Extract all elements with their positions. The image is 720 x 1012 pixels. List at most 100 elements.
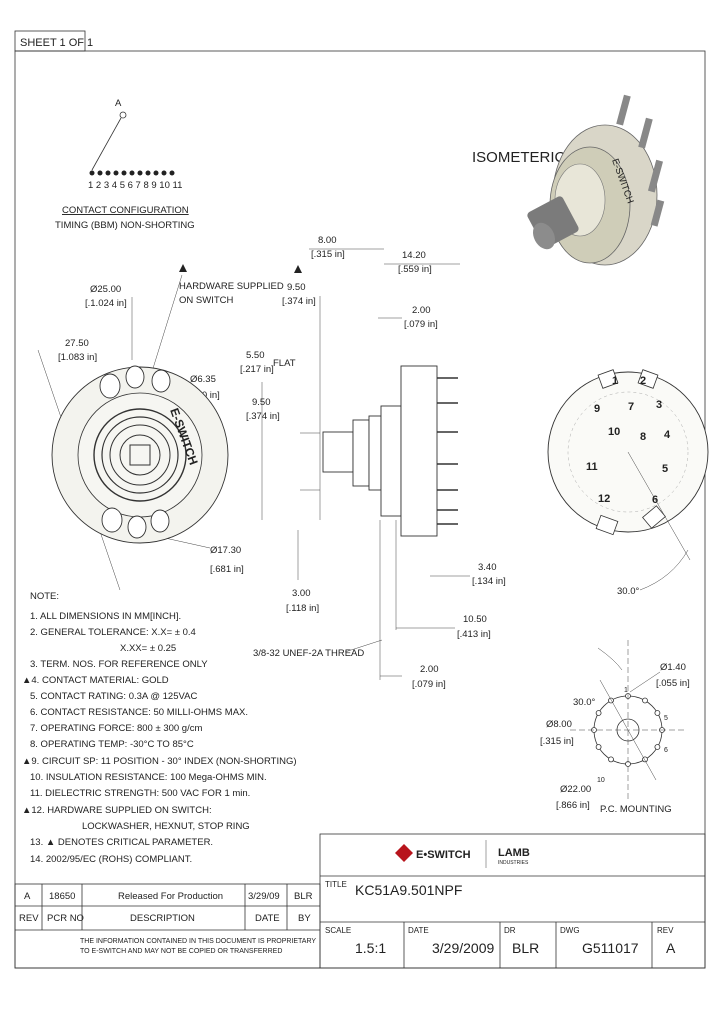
rear-label-1: 1	[612, 375, 618, 387]
side-d550: 5.50	[246, 350, 265, 361]
front-w27-in: [1.083 in]	[58, 352, 97, 363]
isometric-view: ISOMETERIC E-SWITCH	[472, 94, 665, 266]
side-d340: 3.40	[478, 562, 497, 573]
notes-title: NOTE:	[30, 591, 59, 602]
desc-value: Released For Production	[118, 891, 223, 902]
dwg-label: DWG	[560, 926, 580, 935]
side-d950a-in: [.374 in]	[282, 296, 316, 307]
pcb-angle: 30.0°	[573, 697, 595, 708]
side-d300-in: [.118 in]	[286, 603, 319, 614]
note-1: 1. ALL DIMENSIONS IN MM[INCH].	[30, 611, 181, 622]
date-value-tb: 3/29/2009	[432, 940, 494, 956]
pcb-num-6: 6	[664, 747, 668, 754]
front-d25-in: [.1.024 in]	[85, 298, 127, 309]
pcb-d22: Ø22.00	[560, 784, 591, 795]
pcb-d140: Ø1.40	[660, 662, 686, 673]
date-value: 3/29/09	[248, 891, 280, 902]
note-13: 13. ▲ DENOTES CRITICAL PARAMETER.	[30, 837, 213, 848]
note-14: 14. 2002/95/EC (ROHS) COMPLIANT.	[30, 854, 192, 865]
dr-value: BLR	[512, 940, 539, 956]
front-view: Ø25.00 [.1.024 in] 27.50 [1.083 in] HARD…	[37, 264, 284, 591]
note-8: 8. OPERATING TEMP: -30°C TO 85°C	[30, 739, 194, 750]
side-flat: FLAT	[273, 358, 296, 369]
contact-numbers: 1 2 3 4 5 6 7 8 9 10 11	[88, 180, 182, 191]
front-d25: Ø25.00	[90, 284, 121, 295]
side-d8-in: [.315 in]	[311, 249, 345, 260]
side-d2b-in: [.079 in]	[412, 679, 446, 690]
note-7: 7. OPERATING FORCE: 800 ± 300 g/cm	[30, 723, 202, 734]
contact-dots	[89, 170, 175, 176]
revision-block: A 18650 Released For Production 3/29/09 …	[14, 883, 321, 969]
side-d2a-in: [.079 in]	[404, 319, 438, 330]
front-hw2: ON SWITCH	[179, 295, 233, 306]
contact-timing: TIMING (BBM) NON-SHORTING	[55, 220, 195, 231]
pcb-d8: Ø8.00	[546, 719, 572, 730]
lamb-logo: LAMB	[498, 847, 530, 859]
rear-label-10: 10	[608, 426, 620, 438]
eswitch-logo-icon	[395, 844, 413, 862]
pcb-d22-in: [.866 in]	[556, 800, 590, 811]
rear-label-7: 7	[628, 401, 634, 413]
rear-label-6: 6	[652, 494, 658, 506]
notes: NOTE: 1. ALL DIMENSIONS IN MM[INCH]. 2. …	[22, 591, 297, 865]
rev-header: REV	[19, 913, 39, 924]
front-d17-in: [.681 in]	[210, 564, 244, 575]
contact-config-title: CONTACT CONFIGURATION	[62, 205, 189, 216]
title-value: KC51A9.501NPF	[355, 882, 462, 898]
side-d340-in: [.134 in]	[472, 576, 506, 587]
rear-label-3: 3	[656, 399, 662, 411]
scale-value: 1.5:1	[355, 940, 386, 956]
disclaimer-2: TO E-SWITCH AND MAY NOT BE COPIED OR TRA…	[80, 948, 282, 955]
date-label: DATE	[408, 926, 429, 935]
note-5: 5. CONTACT RATING: 0.3A @ 125VAC	[30, 691, 197, 702]
pcb-num-5: 5	[664, 715, 668, 722]
note-12: ▲12. HARDWARE SUPPLIED ON SWITCH:	[22, 805, 212, 816]
rear-angle: 30.0°	[617, 586, 639, 597]
by-header: BY	[298, 913, 311, 924]
front-hw: HARDWARE SUPPLIED	[179, 281, 284, 292]
note-4: ▲4. CONTACT MATERIAL: GOLD	[22, 675, 169, 686]
rear-label-9: 9	[594, 403, 600, 415]
side-view: 8.00 [.315 in] 14.20 [.559 in] 9.50 [.37…	[240, 235, 506, 690]
rev-value-tb: A	[666, 940, 676, 956]
side-d2b: 2.00	[420, 664, 439, 675]
note-6: 6. CONTACT RESISTANCE: 50 MILLI-OHMS MAX…	[30, 707, 248, 718]
dr-label: DR	[504, 926, 516, 935]
date-header: DATE	[255, 913, 280, 924]
contact-pivot-label: A	[115, 98, 122, 109]
note-2b: X.XX= ± 0.25	[120, 643, 176, 654]
side-d300: 3.00	[292, 588, 311, 599]
desc-header: DESCRIPTION	[130, 913, 195, 924]
side-d950b-in: [.374 in]	[246, 411, 280, 422]
dwg-value: G511017	[582, 940, 639, 956]
rev-value: A	[24, 891, 31, 902]
pcb-caption: P.C. MOUNTING	[600, 804, 672, 815]
lamb-logo-sub: INDUSTRIES	[498, 860, 529, 866]
by-value: BLR	[294, 891, 313, 902]
isometric-label: ISOMETERIC	[472, 149, 566, 166]
side-thread: 3/8-32 UNEF-2A THREAD	[253, 648, 364, 659]
note-3: 3. TERM. NOS. FOR REFERENCE ONLY	[30, 659, 208, 670]
pcb-mounting: 30.0° Ø1.40 [.055 in] Ø8.00 [.315 in] Ø2…	[540, 640, 690, 815]
side-d1420: 14.20	[402, 250, 426, 261]
side-d1050: 10.50	[463, 614, 487, 625]
note-9: ▲9. CIRCUIT SP: 11 POSITION - 30° INDEX …	[22, 756, 297, 767]
pcr-header: PCR NO	[47, 913, 84, 924]
front-w27: 27.50	[65, 338, 89, 349]
front-d635: Ø6.35	[190, 374, 216, 385]
eswitch-logo-text: E•SWITCH	[416, 849, 471, 861]
side-d1420-in: [.559 in]	[398, 264, 432, 275]
note-10: 10. INSULATION RESISTANCE: 100 Mega-OHMS…	[30, 772, 267, 783]
note-12b: LOCKWASHER, HEXNUT, STOP RING	[82, 821, 250, 832]
title-block: E•SWITCH LAMB INDUSTRIES TITLE KC51A9.50…	[319, 833, 706, 969]
rear-label-5: 5	[662, 463, 668, 475]
pcb-d8-in: [.315 in]	[540, 736, 574, 747]
title-label: TITLE	[325, 880, 347, 889]
pcb-num-1: 1	[624, 687, 628, 694]
rear-label-4: 4	[664, 429, 671, 441]
pcb-d140-in: [.055 in]	[656, 678, 690, 689]
sheet-label: SHEET 1 OF 1	[20, 37, 93, 49]
side-d1050-in: [.413 in]	[457, 629, 491, 640]
front-d17: Ø17.30	[210, 545, 241, 556]
